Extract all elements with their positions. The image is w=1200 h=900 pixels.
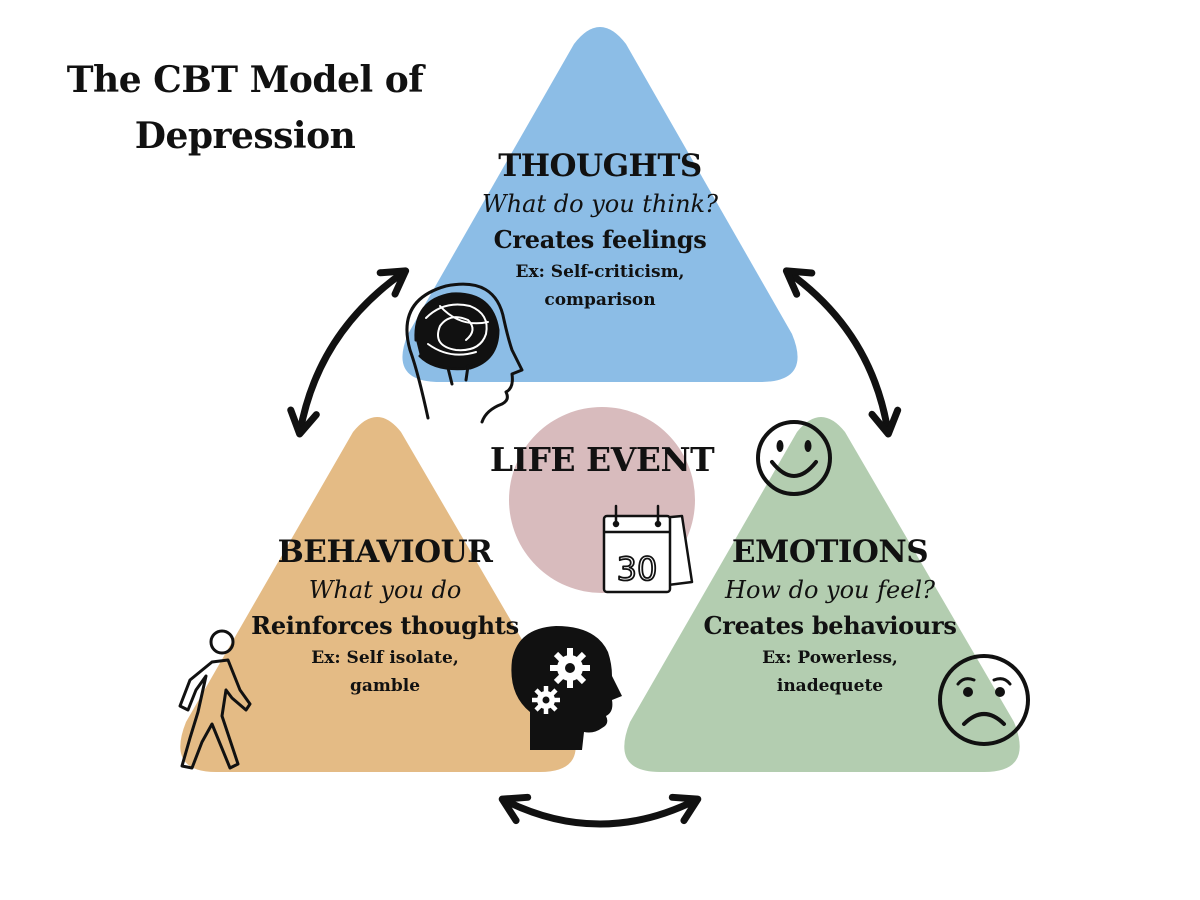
emotions-triangle	[624, 417, 1020, 772]
emotions-question: How do you feel?	[725, 576, 935, 604]
thoughts-example-line1: Ex: Self-criticism,	[515, 262, 685, 282]
diagram-title: The CBT Model of Depression	[66, 59, 424, 157]
behaviour-example-line1: Ex: Self isolate,	[311, 648, 459, 668]
sad-face-icon	[938, 654, 1030, 746]
emotions-example-line1: Ex: Powerless,	[762, 648, 898, 668]
behaviour-block: BEHAVIOUR What you do Reinforces thought…	[215, 532, 555, 700]
emotions-effect: Creates behaviours	[703, 611, 957, 640]
thoughts-effect: Creates feelings	[493, 225, 707, 254]
emotions-example-line2: inadequete	[776, 676, 884, 696]
emotions-block: EMOTIONS How do you feel? Creates behavi…	[660, 532, 1000, 700]
head-brain-scribble-icon	[405, 282, 524, 424]
behaviour-triangle	[180, 417, 576, 772]
behaviour-example-line2: gamble	[349, 676, 421, 696]
emotions-heading: EMOTIONS	[731, 534, 929, 570]
behaviour-question: What you do	[308, 576, 462, 604]
thoughts-question: What do you think?	[482, 190, 718, 218]
thoughts-heading: THOUGHTS	[498, 148, 702, 184]
life-event-label: LIFE EVENT	[489, 440, 715, 479]
behaviour-heading: BEHAVIOUR	[277, 534, 493, 570]
behaviour-effect: Reinforces thoughts	[251, 611, 519, 640]
thoughts-block: THOUGHTS What do you think? Creates feel…	[420, 146, 780, 314]
thoughts-triangle	[402, 27, 798, 382]
walking-person-icon	[178, 629, 252, 770]
calendar-icon: 30	[602, 504, 694, 594]
thoughts-example-line2: comparison	[544, 290, 656, 310]
happy-face-icon	[756, 420, 832, 496]
arrow-thoughts-emotions	[782, 267, 902, 438]
arrow-thoughts-behaviour	[287, 267, 410, 438]
head-gears-icon	[511, 626, 622, 750]
arrow-behaviour-emotions	[498, 793, 702, 828]
calendar-day: 30	[617, 550, 658, 588]
